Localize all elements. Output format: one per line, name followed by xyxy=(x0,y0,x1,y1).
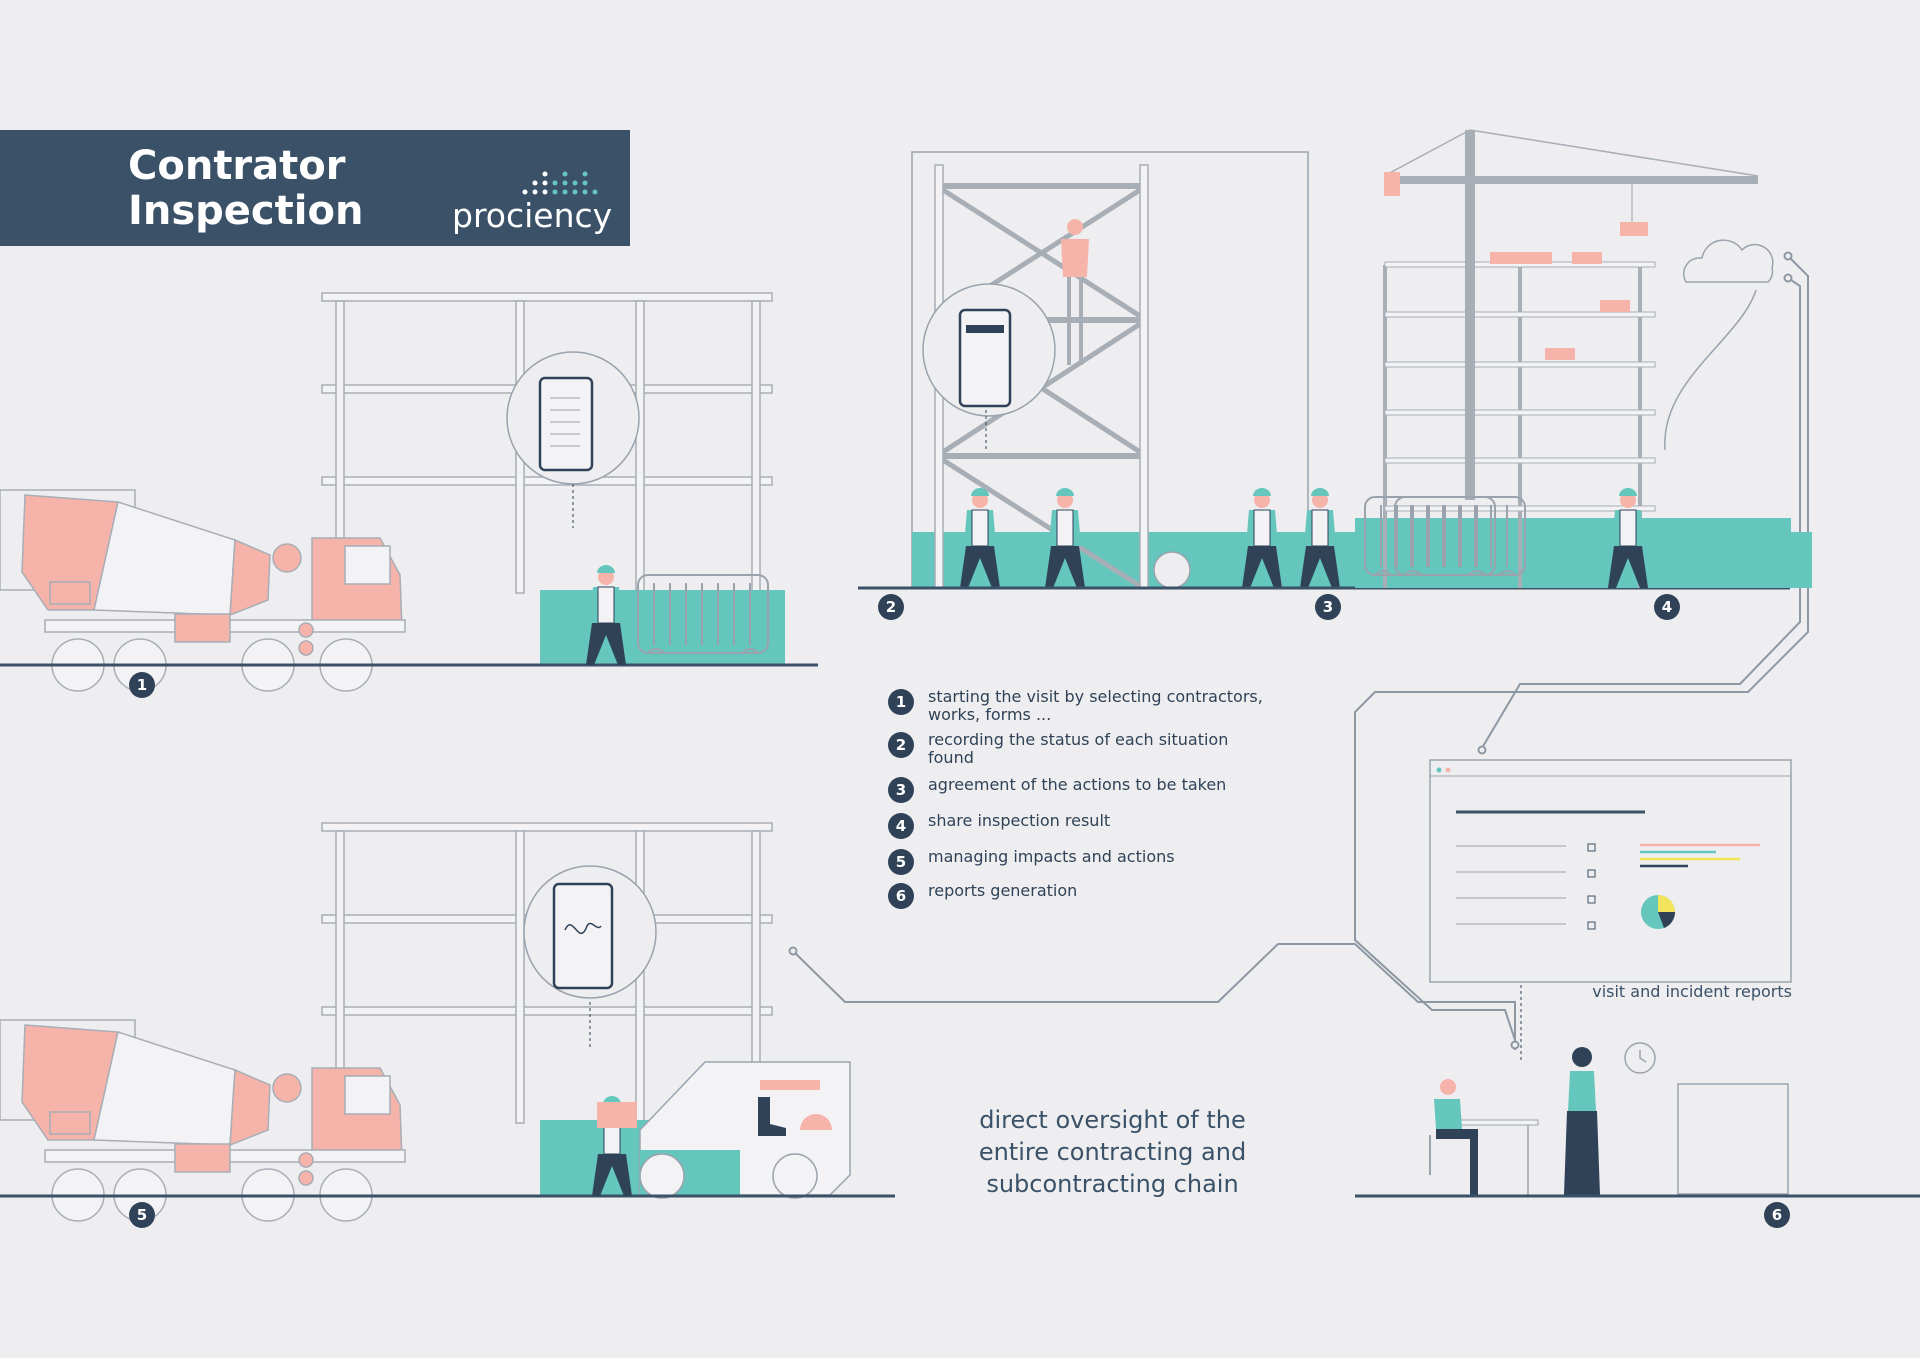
desk xyxy=(1457,1119,1539,1126)
report-window xyxy=(1429,759,1792,983)
title-banner: Contrator Inspection prociency xyxy=(0,130,630,246)
report-label: visit and incident reports xyxy=(1592,982,1792,1001)
phone-icon xyxy=(538,376,594,472)
scene-badge-4: 4 xyxy=(1654,594,1680,620)
brand-logo-dots xyxy=(522,171,598,195)
legend-text: reports generation xyxy=(928,881,1078,900)
scene-badge-3: 3 xyxy=(1315,594,1341,620)
legend-text: starting the visit by selecting contract… xyxy=(928,687,1263,724)
scene-badge-1: 1 xyxy=(129,672,155,698)
scene-badge-2: 2 xyxy=(878,594,904,620)
phone-icon xyxy=(958,308,1012,408)
legend-item-2: 2 recording the status of each situation… xyxy=(888,731,1288,771)
legend-number: 6 xyxy=(888,883,914,909)
phone-icon xyxy=(552,882,614,990)
legend-item-5: 5 managing impacts and actions xyxy=(888,848,1288,888)
legend-item-6: 6 reports generation xyxy=(888,882,1288,922)
legend-item-3: 3 agreement of the actions to be taken xyxy=(888,776,1288,816)
legend-number: 3 xyxy=(888,777,914,803)
wrench-icon xyxy=(760,1080,820,1090)
legend-text: agreement of the actions to be taken xyxy=(928,775,1227,794)
boot-icon xyxy=(758,1097,786,1136)
scene-5-impacts-actions xyxy=(0,822,895,1222)
connector-lines xyxy=(788,251,1809,1050)
scene-badge-6: 6 xyxy=(1764,1202,1790,1228)
brand-logo: prociency xyxy=(452,196,613,235)
legend-number: 2 xyxy=(888,732,914,758)
helmet-icon xyxy=(800,1114,832,1130)
page-title: Contrator Inspection xyxy=(128,143,364,234)
legend-item-1: 1 starting the visit by selecting contra… xyxy=(888,688,1288,728)
legend-text: recording the status of each situation f… xyxy=(928,730,1229,767)
legend-number: 5 xyxy=(888,849,914,875)
legend-item-4: 4 share inspection result xyxy=(888,812,1288,852)
legend-number: 1 xyxy=(888,689,914,715)
legend-text: managing impacts and actions xyxy=(928,847,1175,866)
scene-1-concrete-truck-arrival xyxy=(0,292,818,692)
cloud-icon xyxy=(1683,239,1774,283)
scene-6-reports xyxy=(1355,759,1920,1198)
scene-4-building-crane xyxy=(1355,129,1791,589)
scene-badge-5: 5 xyxy=(129,1202,155,1228)
legend-text: share inspection result xyxy=(928,811,1111,830)
legend-number: 4 xyxy=(888,813,914,839)
tagline: direct oversight of the entire contracti… xyxy=(978,1106,1247,1198)
